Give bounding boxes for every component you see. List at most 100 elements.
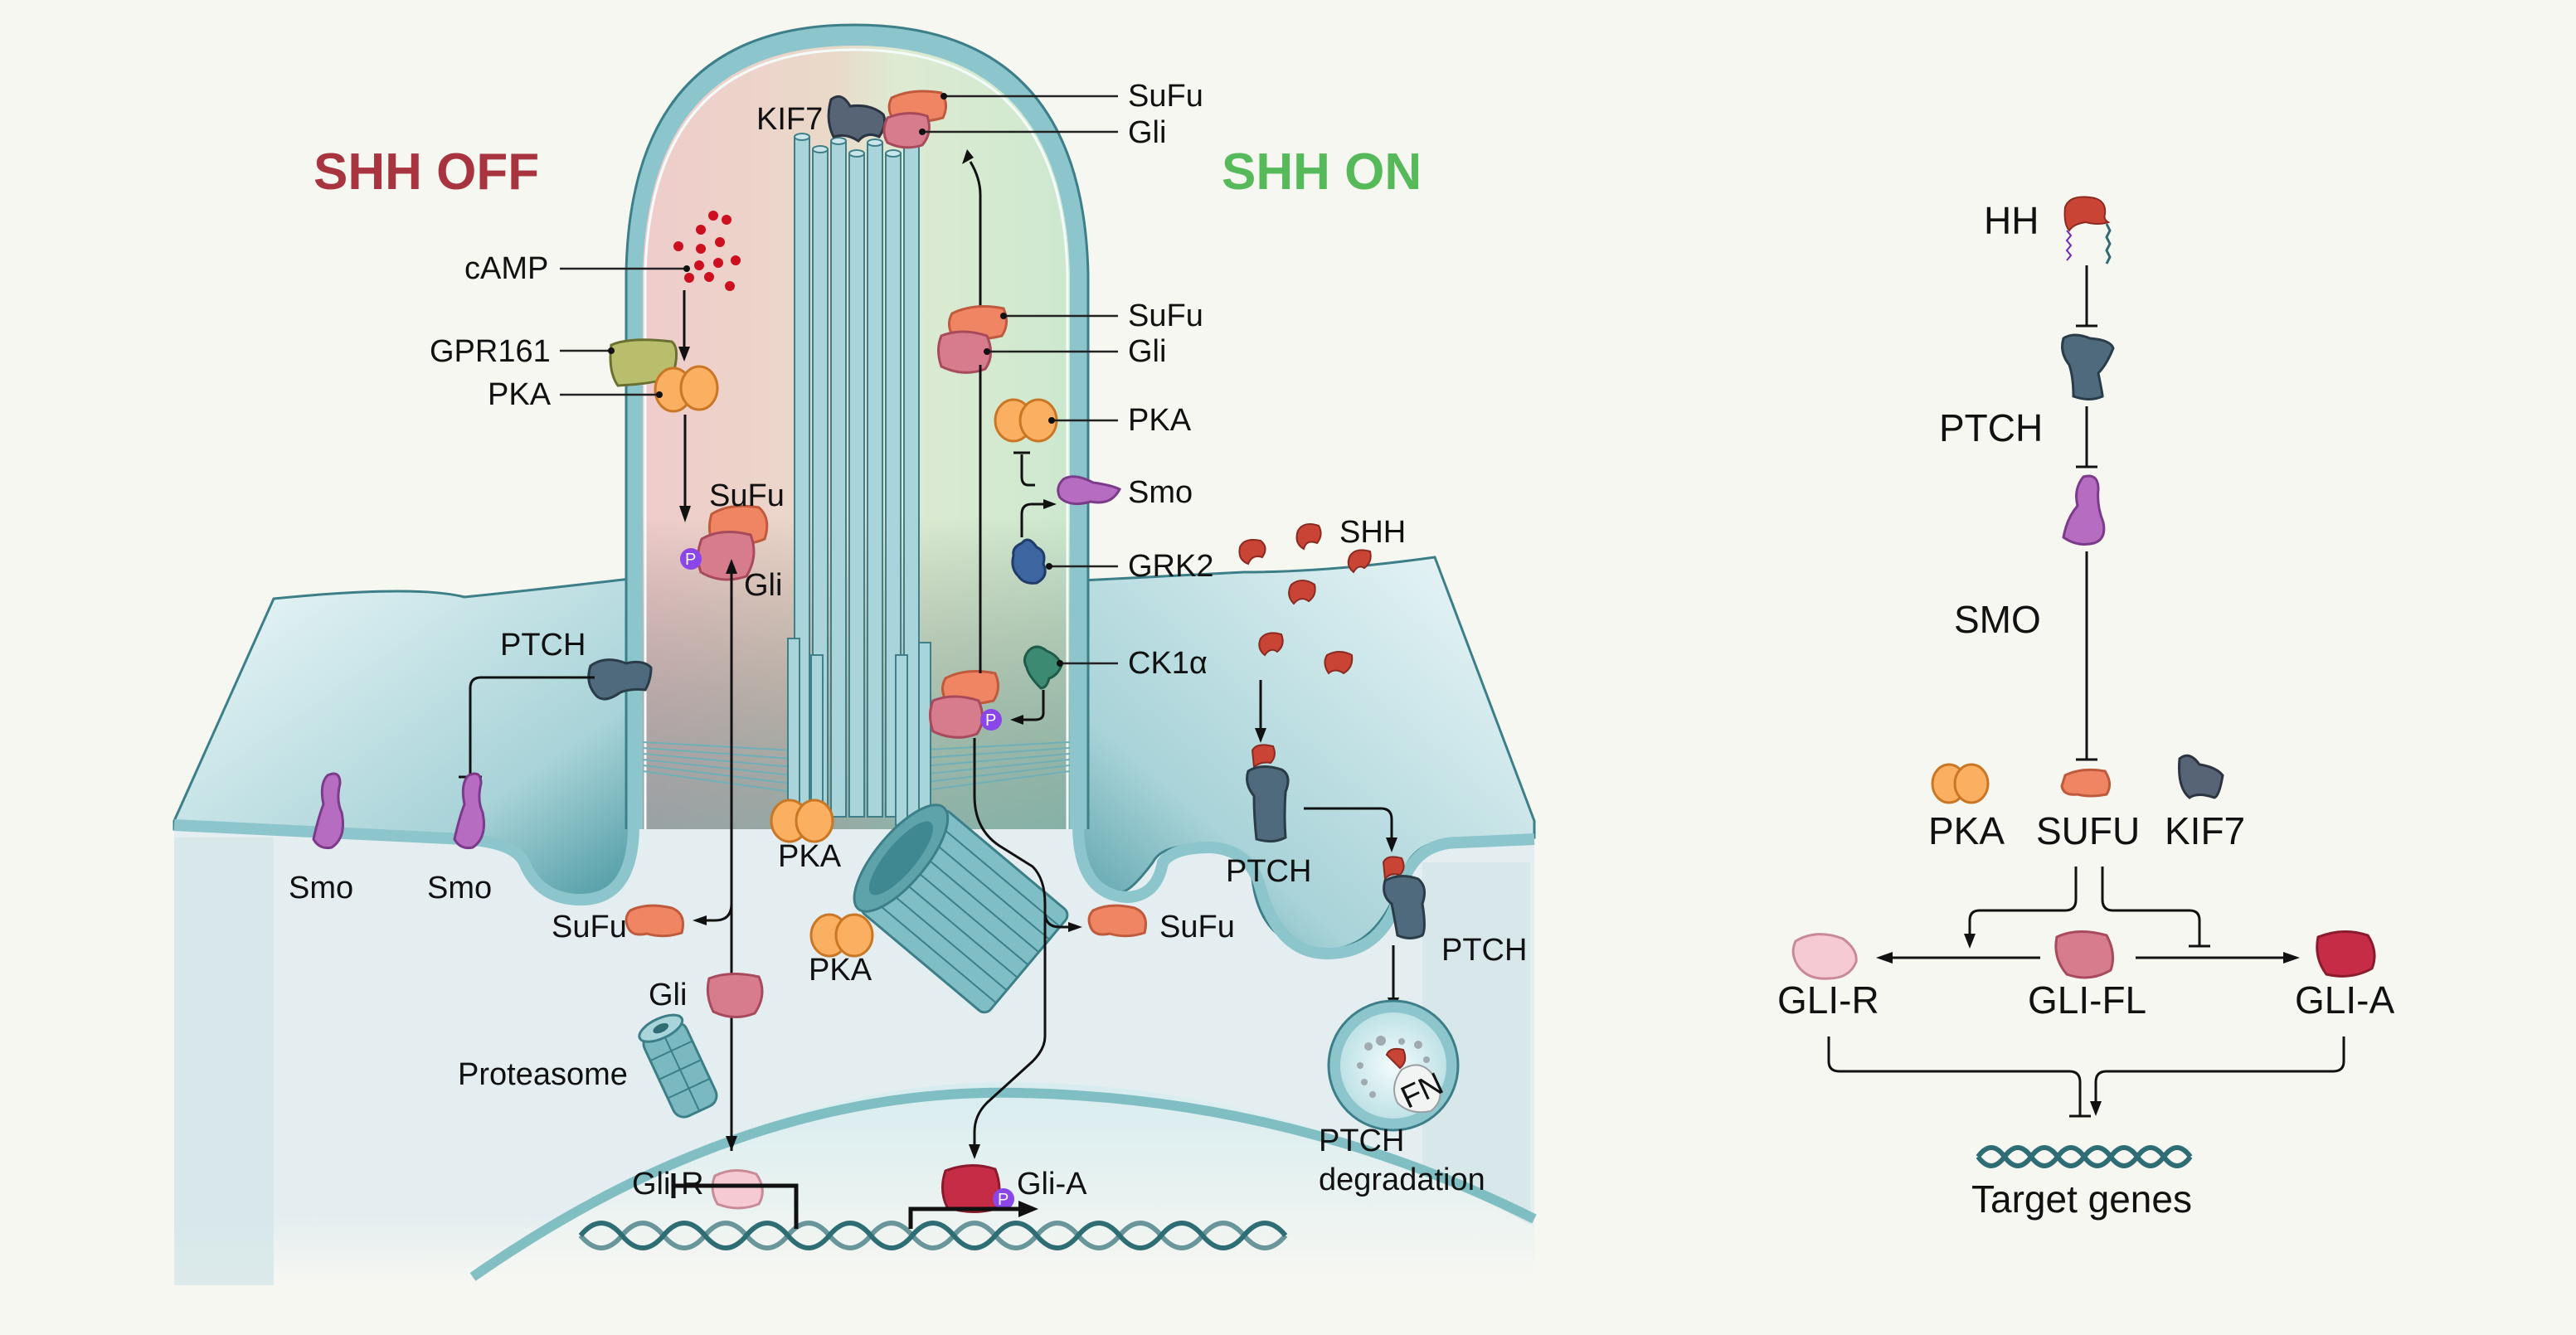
sufu-released-label-right: SuFu — [1159, 910, 1235, 944]
mid-sufu-label: SuFu — [1128, 299, 1203, 333]
proteasome-label: Proteasome — [458, 1057, 628, 1092]
camp-label: cAMP — [464, 251, 548, 286]
gli-r-represses-targets — [1827, 1036, 2082, 1115]
gli-cytoplasm-protein — [706, 973, 764, 1018]
pathway-ptch-label: PTCH — [1939, 406, 2043, 449]
ck1a-phosphorylates-gli — [1022, 690, 1045, 721]
sufu-gli-complex-phospho: P — [929, 670, 1002, 739]
ptch-receptor-icon — [2061, 333, 2115, 400]
pka-protein-on — [994, 398, 1058, 443]
gli-fl-icon — [2054, 930, 2115, 979]
gli-r-icon — [1791, 933, 1858, 980]
cilium-inner-membrane-line — [644, 48, 1069, 829]
smo-protein-on — [1057, 475, 1122, 506]
ptch-degradation-label-1: PTCH — [1319, 1124, 1404, 1158]
ptch-protein-off — [587, 658, 653, 701]
basal-pka-1 — [770, 799, 834, 843]
camp-molecules — [673, 211, 741, 291]
ck1a-protein — [1023, 645, 1063, 690]
sufu-inhibits-gli-a — [2101, 867, 2201, 945]
pathway-gli-r-label: GLI-R — [1777, 978, 1879, 1022]
grk2-label: GRK2 — [1128, 549, 1213, 584]
shh-on-title: SHH ON — [1222, 143, 1422, 201]
pathway-smo-label: SMO — [1954, 598, 2041, 641]
pathway-gli-fl-label: GLI-FL — [2028, 978, 2146, 1022]
smo-off-label-1: Smo — [289, 871, 353, 905]
sufu-gli-complex-off: P — [680, 504, 769, 581]
gli-off-label: Gli — [744, 568, 782, 603]
phospho-badge-off — [680, 548, 702, 570]
kif7-icon — [2178, 754, 2224, 799]
nucleus-membrane — [469, 1087, 1537, 1281]
sufu-gli-complex-tip — [882, 90, 947, 149]
ptch-degradation-label-2: degradation — [1319, 1163, 1485, 1197]
cytoplasm-side-shade-left — [174, 837, 274, 1285]
ptch-on-label-1: PTCH — [1226, 854, 1311, 889]
smo-protein-off-1 — [312, 772, 344, 849]
axoneme — [787, 133, 931, 826]
sufu-released-right — [1087, 904, 1147, 938]
lysosome: FN — [1327, 999, 1460, 1132]
smo-on-label: Smo — [1128, 475, 1193, 510]
smo-receptor-icon — [2062, 474, 2106, 546]
pka-on-label: PKA — [1128, 403, 1192, 438]
smo-inhibits-pka — [1020, 454, 1035, 487]
membrane-bilayer-left — [173, 819, 639, 906]
ptch-on-label-2: PTCH — [1441, 933, 1527, 968]
phospho-label-off: P — [685, 551, 696, 569]
gli-a-icon — [2316, 930, 2376, 978]
gli-a-activates-targets — [2094, 1036, 2345, 1103]
pathway-schematic: HH PTCH SMO PKA SUFU KIF7 — [1777, 196, 2394, 1221]
daughter-centriole — [853, 803, 1069, 1014]
gli-a-activation-arrow — [908, 1206, 1020, 1229]
dna-helix-nucleus — [578, 1221, 1288, 1250]
gli-cytoplasm-label: Gli — [649, 978, 687, 1012]
sufu-release-arrow-off — [705, 903, 733, 922]
smo-off-label-2: Smo — [427, 871, 492, 905]
pka-off-label: PKA — [488, 377, 552, 412]
gli-a-protein — [941, 1164, 1001, 1213]
grk2-protein — [1011, 538, 1047, 585]
phospho-label-on: P — [985, 711, 996, 730]
ptch-shh-complex-1 — [1246, 744, 1290, 843]
gpr161-label: GPR161 — [430, 334, 551, 369]
gli-r-repression-bar — [673, 1183, 799, 1229]
mid-gli-label: Gli — [1128, 334, 1166, 369]
pathway-hh-label: HH — [1984, 199, 2039, 242]
gli-a-label: Gli-A — [1017, 1167, 1087, 1202]
pathway-sufu-label: SUFU — [2036, 809, 2140, 852]
cell-illustration: SHH OFF cAMP GPR161 PKA — [173, 23, 1537, 1285]
sufu-icon — [2060, 768, 2111, 798]
gli-r-protein — [711, 1169, 764, 1210]
pka-protein-off — [654, 365, 719, 413]
ck1a-label: CK1α — [1128, 646, 1208, 681]
sufu-released-label-left: SuFu — [552, 910, 627, 944]
ptch-inhibits-smo — [469, 676, 595, 775]
shh-ligands — [1238, 523, 1372, 675]
gli-to-tip-arrow — [969, 161, 982, 315]
kif7-tip-label: KIF7 — [756, 102, 823, 137]
tip-gli-label: Gli — [1128, 115, 1166, 150]
target-genes-dna-icon — [1976, 1145, 2193, 1168]
sufu-promotes-gli-r — [1968, 867, 2078, 935]
basal-pka-2 — [809, 913, 874, 958]
pathway-gli-a-label: GLI-A — [2295, 978, 2394, 1022]
basal-pka-label-1: PKA — [778, 839, 842, 874]
ptch-off-label: PTCH — [500, 628, 586, 663]
ptch-shh-complex-2 — [1382, 856, 1427, 939]
gli-activation-arrow — [973, 738, 1047, 1157]
gli-a-phospho-label: P — [998, 1191, 1009, 1209]
pka-icon — [1931, 763, 1990, 804]
sufu-release-arrow-on — [1043, 911, 1070, 929]
smo-protein-off-2 — [453, 772, 485, 849]
sufu-off-label: SuFu — [709, 478, 785, 513]
shh-off-title: SHH OFF — [313, 143, 539, 201]
sufu-gli-complex-on — [937, 305, 1008, 374]
shh-label: SHH — [1339, 515, 1406, 550]
sufu-released-left — [625, 904, 684, 938]
proteasome — [638, 1013, 718, 1119]
kif7-protein — [827, 95, 887, 143]
pathway-pka-label: PKA — [1928, 809, 2005, 852]
pathway-target-genes-label: Target genes — [1971, 1177, 2192, 1221]
